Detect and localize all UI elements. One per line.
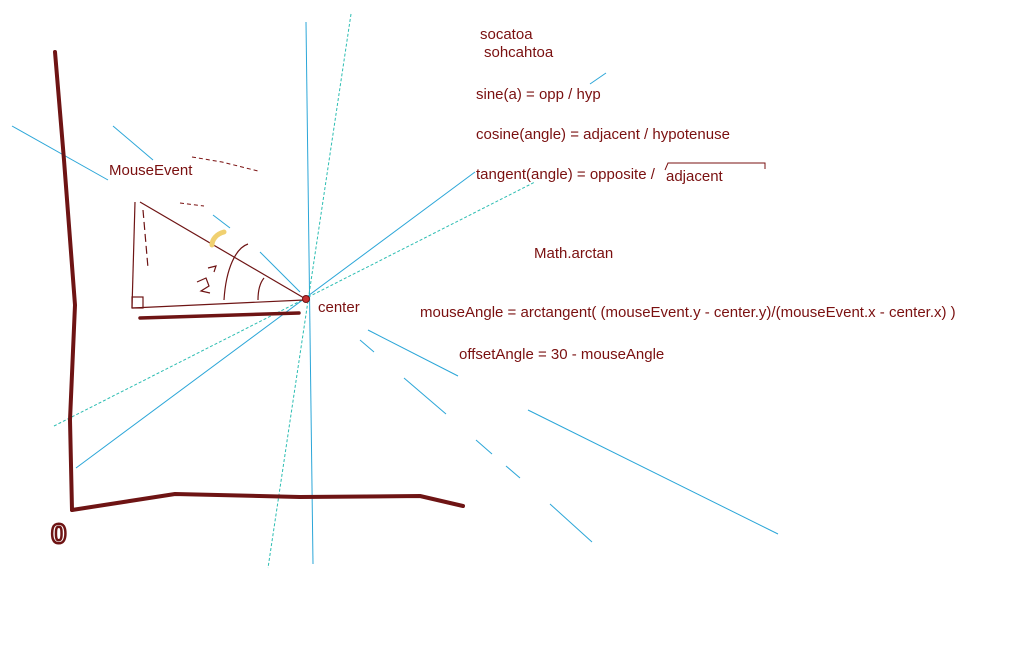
triangle-base (131, 299, 305, 309)
teal-dashed-rays (53, 13, 536, 569)
center-point (302, 295, 310, 303)
ray-dash-3 (475, 439, 493, 455)
mnemonic-sohcahtoa: sohcahtoa (484, 44, 554, 61)
ray-right-2 (527, 409, 779, 535)
scribble-mid (179, 202, 205, 207)
ray-hypotenuse-ext (212, 214, 231, 229)
offset-angle-formula: offsetAngle = 30 - mouseAngle (459, 346, 665, 363)
mnemonic-socatoa: socatoa (480, 26, 533, 43)
mouse-event-label: MouseEvent (109, 162, 193, 179)
angle-arc-small (257, 277, 265, 301)
ray-upper-left-short (112, 125, 154, 161)
yellow-angle-mark (209, 229, 227, 248)
ray-upper-left (11, 125, 109, 181)
teal-ray-steep (267, 13, 352, 569)
triangle-inner-dash (142, 209, 149, 269)
dashed-scribbles (179, 156, 259, 207)
tangent-formula: tangent(angle) = opposite / (476, 166, 655, 183)
triangle-vertical (131, 201, 136, 309)
ray-dash-2 (403, 377, 447, 415)
mouse-angle-formula: mouseAngle = arctangent( (mouseEvent.y -… (420, 304, 956, 321)
ray-right-1 (367, 329, 459, 377)
triangle-hypotenuse (139, 201, 305, 299)
triangle-base-thick (138, 311, 301, 320)
sine-formula: sine(a) = opp / hyp (476, 86, 601, 103)
blue-rays (11, 21, 779, 565)
center-label: center (318, 299, 360, 316)
tangent-fraction-bar (664, 162, 766, 171)
ray-dash-5 (549, 503, 593, 543)
y-axis (53, 50, 77, 512)
cosine-formula: cosine(angle) = adjacent / hypotenuse (476, 126, 730, 143)
x-axis (70, 492, 465, 512)
glyph-scribble-2 (196, 277, 211, 294)
glyph-scribble-1 (207, 265, 217, 273)
scribble-top (191, 156, 259, 172)
angle-arc (223, 243, 249, 301)
ray-tick-top (589, 72, 607, 85)
ray-lower-left (75, 171, 476, 469)
ray-dash-4 (505, 465, 521, 479)
math-arctan-label: Math.arctan (534, 245, 614, 262)
ray-near-center (259, 251, 301, 293)
axes (53, 50, 465, 512)
origin-zero: 0 (51, 518, 67, 549)
ray-dash-1 (359, 339, 375, 353)
tangent-denominator: adjacent (666, 168, 723, 185)
triangle (131, 201, 305, 309)
right-angle-marker (131, 296, 144, 309)
